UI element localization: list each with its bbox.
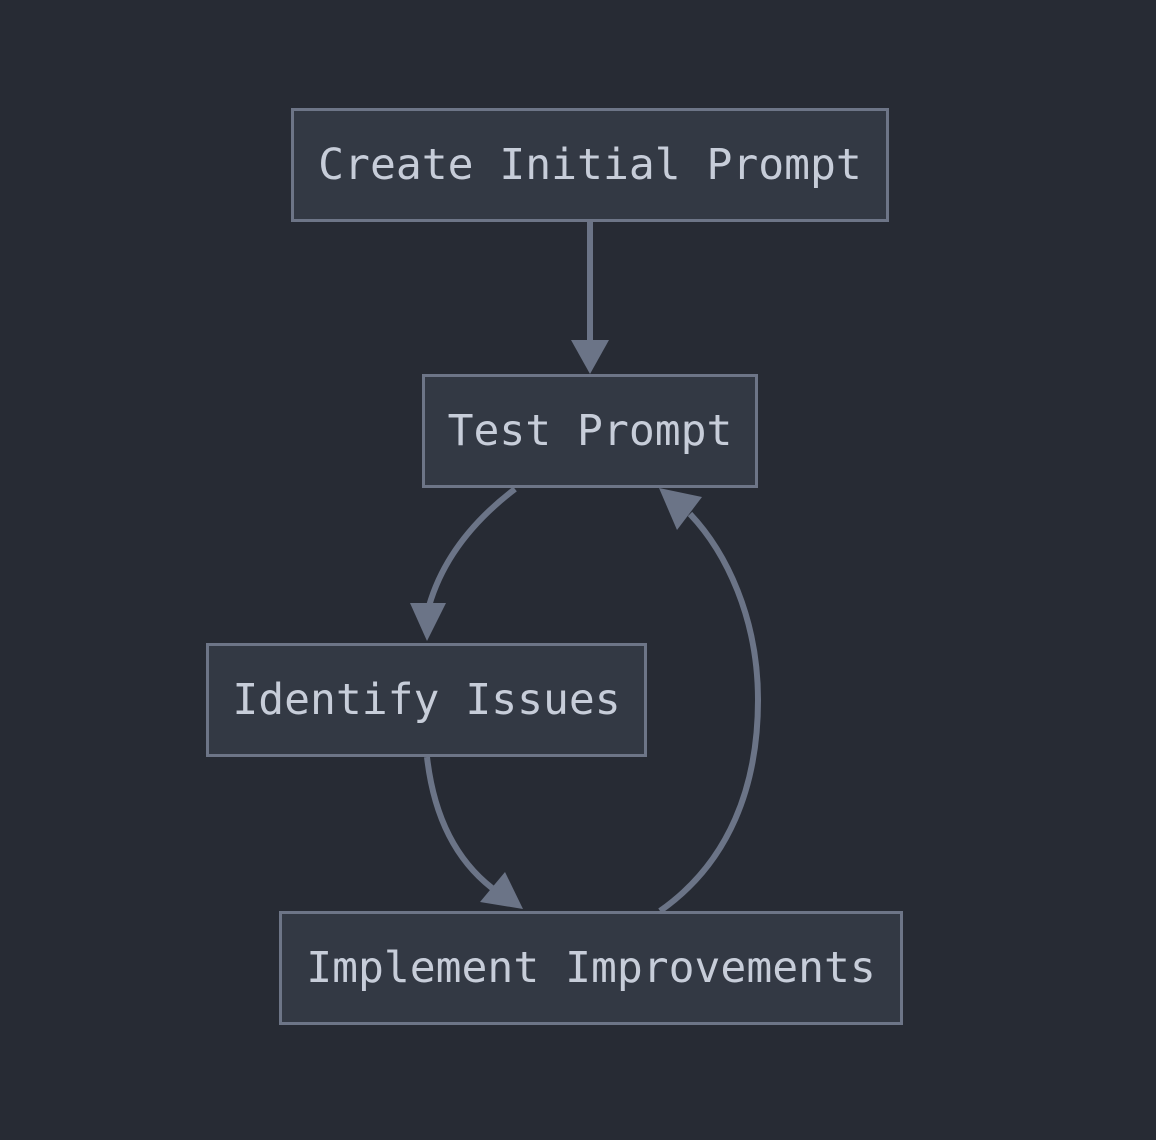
node-implement-improvements: Implement Improvements [279, 911, 903, 1025]
edge-identify-to-implement [424, 756, 494, 891]
edge-implement-to-test [658, 511, 762, 914]
edge-create-to-test-arrowhead-icon [571, 340, 609, 374]
node-identify-issues: Identify Issues [206, 643, 647, 757]
edge-identify-to-implement-arrowhead-icon [480, 872, 523, 909]
node-test-prompt: Test Prompt [422, 374, 758, 488]
edge-test-to-identify-arrowhead-icon [410, 603, 446, 641]
edge-test-to-identify [426, 486, 517, 607]
edge-implement-to-test-arrowhead-icon [659, 488, 702, 530]
node-create-initial-prompt: Create Initial Prompt [291, 108, 889, 222]
